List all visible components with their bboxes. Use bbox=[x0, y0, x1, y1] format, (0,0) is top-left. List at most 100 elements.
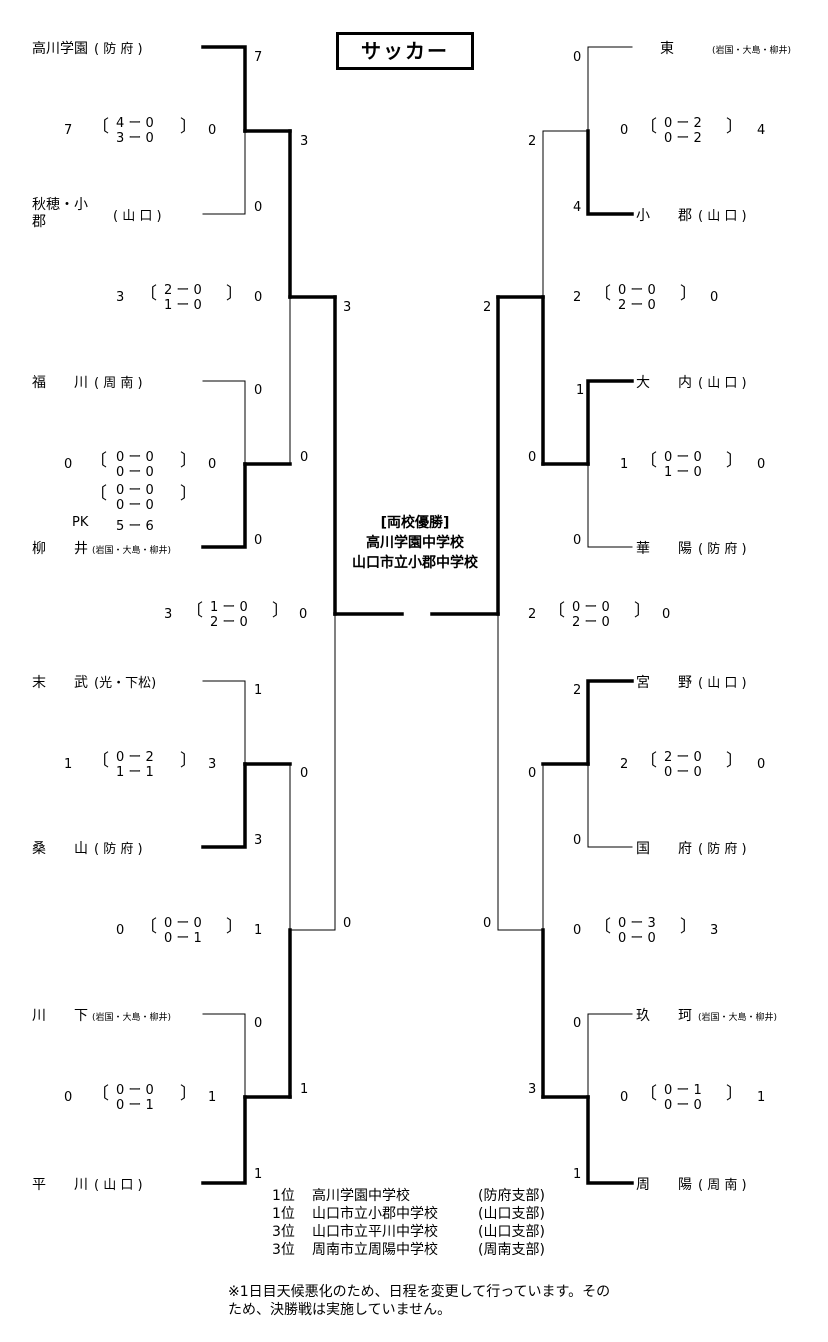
team-region: ( 防 府 ) bbox=[94, 42, 143, 57]
left-r2-num: 1 bbox=[300, 1082, 309, 1097]
bracket-open: 〔 bbox=[640, 1084, 657, 1104]
team-region: ( 山 口 ) bbox=[94, 1178, 143, 1193]
bracket-open: 〔 bbox=[140, 917, 157, 937]
team-name: 東 bbox=[660, 41, 674, 57]
left-r1-num: 0 bbox=[254, 533, 263, 548]
score-total-b: 0 bbox=[299, 607, 308, 622]
score-total-b: 3 bbox=[710, 923, 719, 938]
team-region: (岩国・大島・柳井) bbox=[698, 1013, 778, 1023]
team-name: 桑 山 bbox=[32, 841, 88, 857]
score-total-a: 0 bbox=[64, 457, 73, 472]
left-r1-num: 1 bbox=[254, 683, 263, 698]
bracket-close: 〕 bbox=[726, 451, 743, 471]
right-team-3: 大 内( 山 口 ) bbox=[636, 372, 747, 392]
score-total-a: 7 bbox=[64, 123, 73, 138]
left-team-1: 高川学園 ( 防 府 ) bbox=[32, 38, 143, 58]
team-region: ( 周 南 ) bbox=[94, 376, 143, 391]
score-total-b: 0 bbox=[757, 757, 766, 772]
right-r3-num: 2 bbox=[483, 300, 492, 315]
team-region: ( 山 口 ) bbox=[698, 676, 747, 691]
right-team-5: 宮 野( 山 口 ) bbox=[636, 672, 747, 692]
left-r2-num: 0 bbox=[300, 450, 309, 465]
bracket-close: 〕 bbox=[180, 484, 197, 504]
score-total-b: 3 bbox=[208, 757, 217, 772]
pk-label: PK bbox=[72, 515, 89, 530]
score-total-a: 3 bbox=[164, 607, 173, 622]
right-team-1: 東 (岩国・大島・柳井) bbox=[660, 38, 791, 58]
bracket-open: 〔 bbox=[92, 1084, 109, 1104]
left-team-2-name: 秋穂・小 郡 bbox=[32, 197, 88, 230]
champion-block: [両校優勝] 高川学園中学校 山口市立小郡中学校 bbox=[320, 513, 510, 573]
team-name: 高川学園 bbox=[32, 41, 88, 57]
left-r1-num: 3 bbox=[254, 833, 263, 848]
bracket-open: 〔 bbox=[140, 284, 157, 304]
ranking-row: 3位山口市立平川中学校(山口支部) bbox=[272, 1224, 545, 1240]
score-total-a: 2 bbox=[573, 290, 582, 305]
bracket-open: 〔 bbox=[186, 601, 203, 621]
team-name: 周 陽 bbox=[636, 1177, 692, 1193]
score-total-b: 0 bbox=[710, 290, 719, 305]
bracket-close: 〕 bbox=[180, 751, 197, 771]
left-r1-num: 7 bbox=[254, 50, 263, 65]
left-r1-num: 0 bbox=[254, 383, 263, 398]
bracket-open: 〔 bbox=[92, 751, 109, 771]
score-total-b: 1 bbox=[208, 1090, 217, 1105]
left-team-6: 桑 山( 防 府 ) bbox=[32, 838, 143, 858]
team-name: 福 川 bbox=[32, 375, 88, 391]
right-r3-num: 0 bbox=[483, 916, 492, 931]
team-region: ( 山 口 ) bbox=[698, 209, 747, 224]
score-total-a: 2 bbox=[528, 607, 537, 622]
team-name: 末 武 bbox=[32, 675, 88, 691]
bracket-open: 〔 bbox=[640, 751, 657, 771]
left-r1-num: 0 bbox=[254, 200, 263, 215]
left-r2-num: 3 bbox=[300, 134, 309, 149]
schedule-note: ※1日目天候悪化のため、日程を変更して行っています。そのため、決勝戦は実施してい… bbox=[228, 1284, 611, 1318]
team-name: 小 郡 bbox=[636, 208, 692, 224]
bracket-close: 〕 bbox=[180, 1084, 197, 1104]
bracket-close: 〕 bbox=[680, 917, 697, 937]
score-total-a: 0 bbox=[64, 1090, 73, 1105]
team-region: (岩国・大島・柳井) bbox=[712, 46, 792, 56]
score-total-a: 0 bbox=[620, 123, 629, 138]
score-total-a: 0 bbox=[573, 923, 582, 938]
bracket-close: 〕 bbox=[680, 284, 697, 304]
left-r1-num: 1 bbox=[254, 1167, 263, 1182]
team-region: ( 周 南 ) bbox=[698, 1178, 747, 1193]
team-name: 玖 珂 bbox=[636, 1008, 692, 1024]
bracket-open: 〔 bbox=[92, 117, 109, 137]
champion-team-1: 高川学園中学校 bbox=[366, 535, 464, 551]
team-name: 平 川 bbox=[32, 1177, 88, 1193]
right-r2-num: 0 bbox=[528, 766, 537, 781]
bracket-close: 〕 bbox=[634, 601, 651, 621]
bracket-close: 〕 bbox=[726, 751, 743, 771]
score-total-b: 4 bbox=[757, 123, 766, 138]
team-name: 川 下 bbox=[32, 1008, 88, 1024]
ranking-row: 1位高川学園中学校(防府支部) bbox=[272, 1188, 545, 1204]
pk-score: 5 ー 6 bbox=[116, 519, 154, 534]
bracket-close: 〕 bbox=[272, 601, 289, 621]
team-region: ( 防 府 ) bbox=[698, 542, 747, 557]
page-title: サッカー bbox=[336, 32, 474, 70]
right-r1-num: 0 bbox=[573, 833, 582, 848]
score-total-a: 1 bbox=[620, 457, 629, 472]
score-total-b: 0 bbox=[757, 457, 766, 472]
score-total-a: 2 bbox=[620, 757, 629, 772]
right-r1-num: 4 bbox=[573, 200, 582, 215]
left-team-5: 末 武(光・下松) bbox=[32, 672, 156, 692]
score-total-a: 1 bbox=[64, 757, 73, 772]
left-r3-num: 3 bbox=[343, 300, 352, 315]
team-name: 柳 井 bbox=[32, 541, 88, 557]
score-total-a: 0 bbox=[620, 1090, 629, 1105]
bracket-open: 〔 bbox=[90, 484, 107, 504]
team-name: 華 陽 bbox=[636, 541, 692, 557]
